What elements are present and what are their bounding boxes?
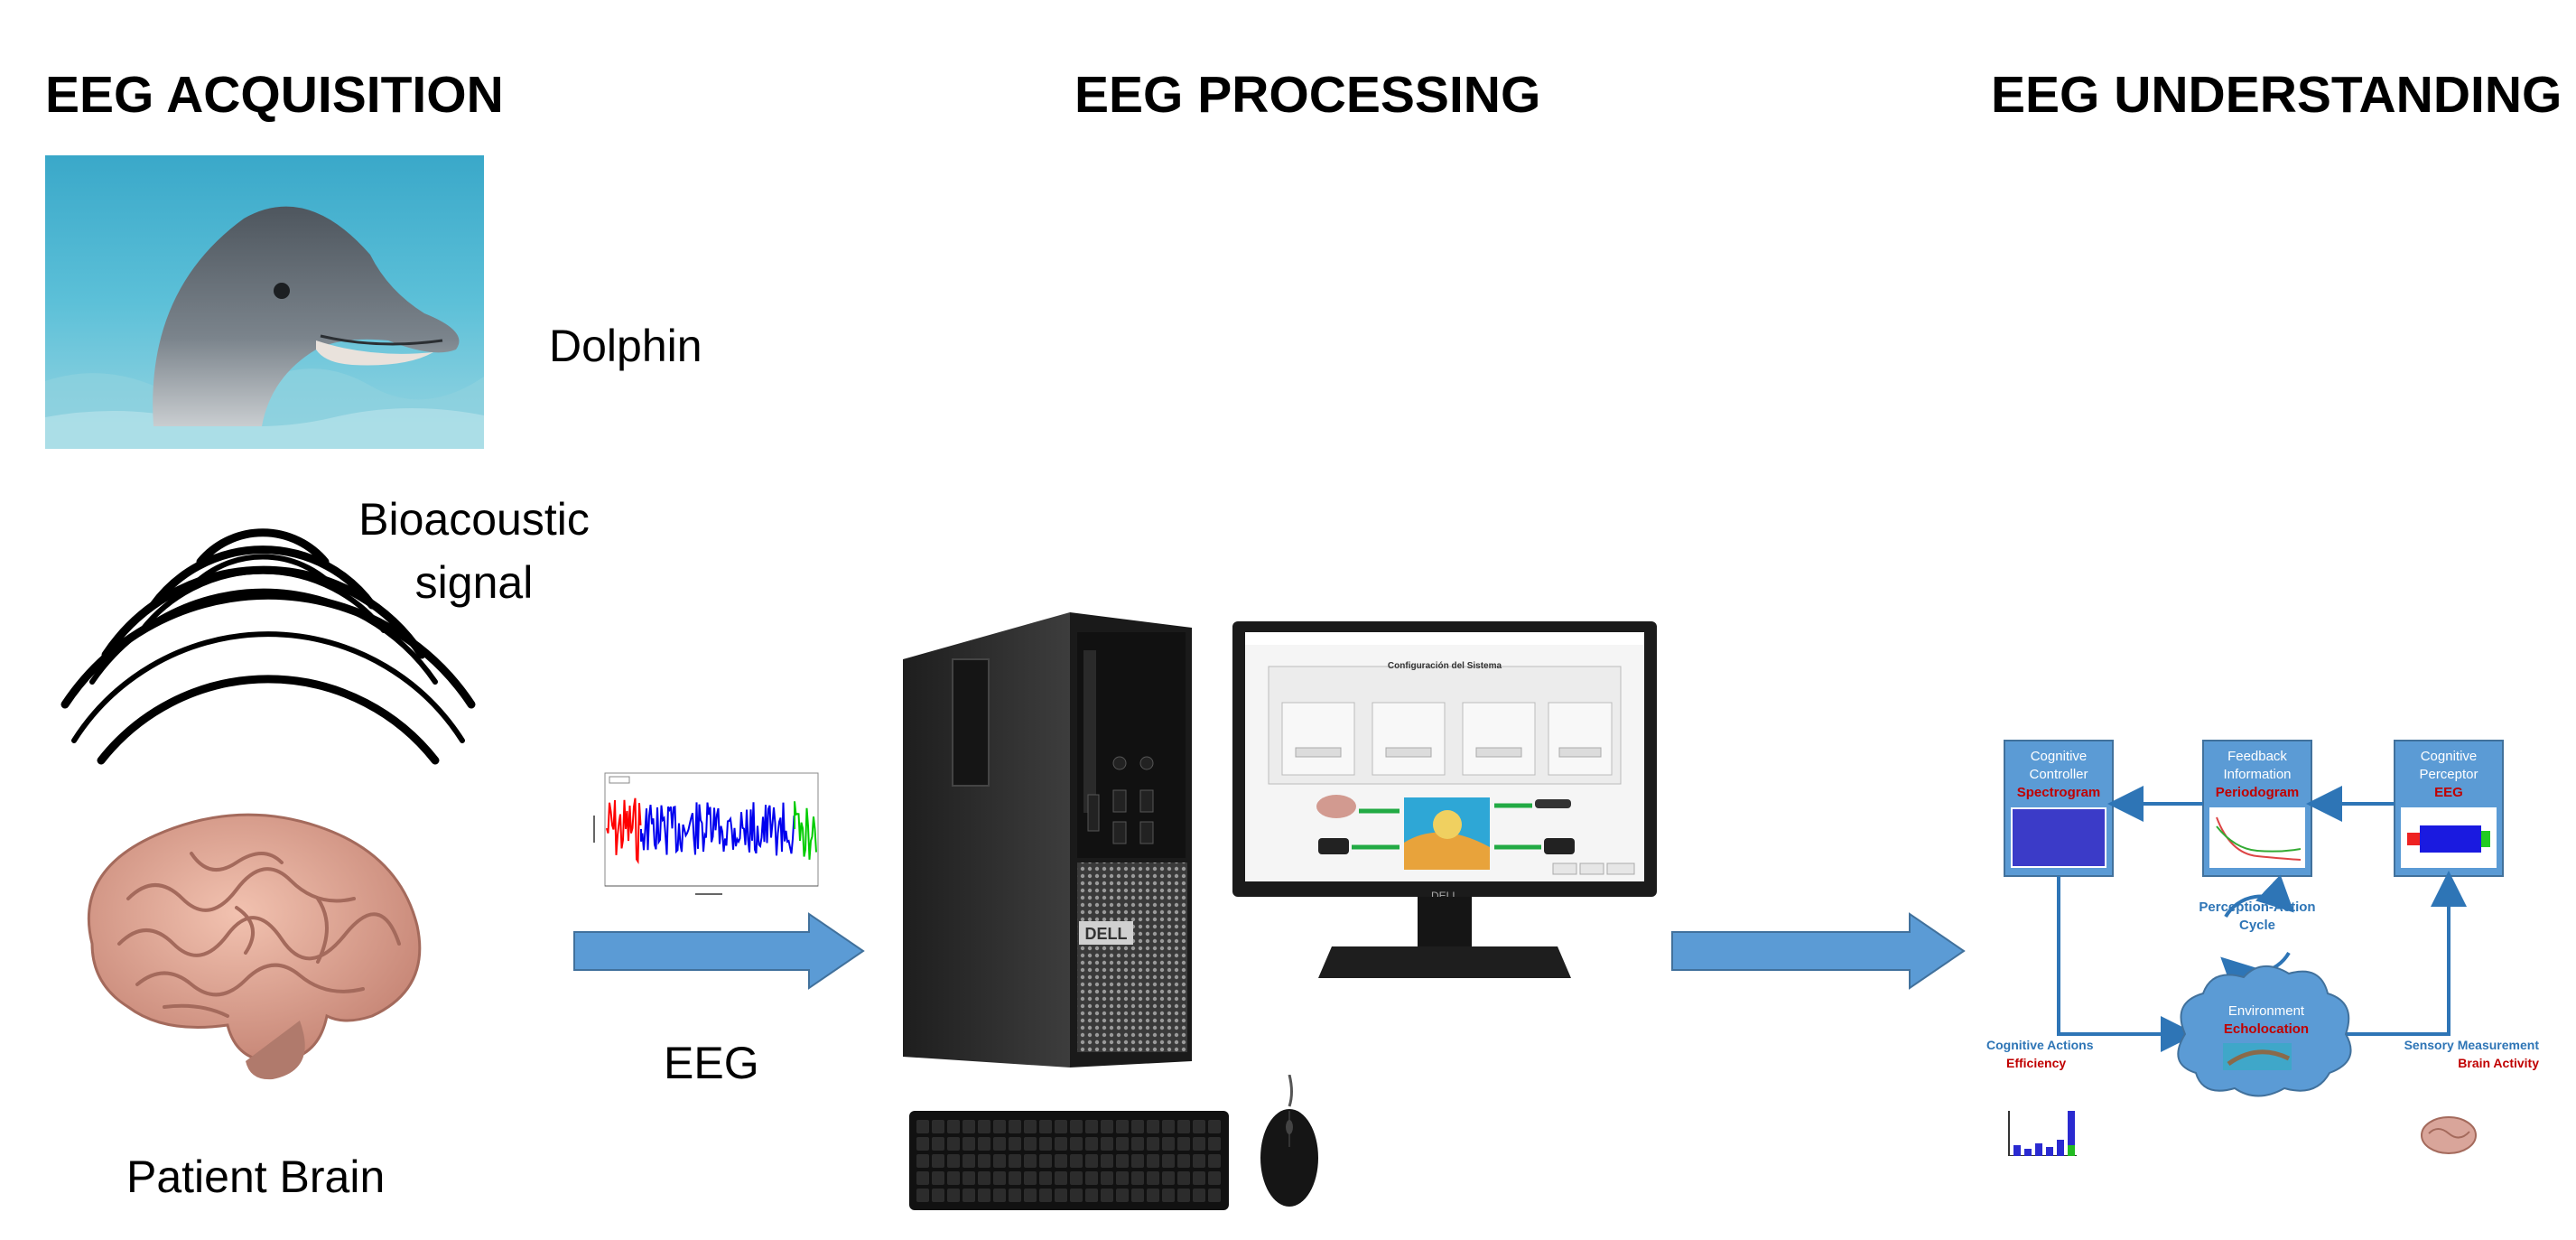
controller-line1: Cognitive (2030, 749, 2088, 764)
dolphin-photo (45, 155, 484, 449)
monitor-app-title: Configuración del Sistema (1387, 661, 1502, 671)
feedback-line2: Information (2223, 767, 2292, 782)
heading-acquisition: EEG ACQUISITION (45, 66, 504, 124)
perceptor-line1: Cognitive (2420, 749, 2478, 764)
brain-activity-text: Brain Activity (2458, 1056, 2539, 1070)
eeg-label: EEG (664, 1038, 759, 1088)
actions-label: Cognitive Actions Efficiency (1986, 1036, 2094, 1072)
eeg-plot (587, 766, 823, 903)
actions-text: Cognitive Actions (1986, 1038, 2094, 1052)
feedback-periodogram: Periodogram (2215, 785, 2300, 800)
perceptor-line2: Perceptor (2419, 767, 2478, 782)
arrow-to-understanding (1670, 912, 1967, 990)
feedback-line1: Feedback (2227, 749, 2287, 764)
arrow-to-processing (572, 912, 866, 990)
sound-wave-icon (56, 524, 480, 768)
sensory-label: Sensory Measurement Brain Activity (2376, 1036, 2539, 1072)
mouse (1258, 1075, 1321, 1208)
environment-text: Environment (2227, 1003, 2305, 1019)
desktop-computer: DELL (898, 605, 1196, 1075)
cycle-line1: Perception-Action (2199, 900, 2316, 915)
monitor: DELL Configuración del Sistema (1232, 621, 1657, 983)
dolphin-label: Dolphin (549, 321, 702, 371)
controller-box: Cognitive Controller Spectrogram (2004, 748, 2113, 802)
bioacoustic-label-line1: Bioacoustic (358, 494, 590, 545)
sensory-text: Sensory Measurement (2404, 1038, 2539, 1052)
svg-text:DELL: DELL (1085, 925, 1128, 943)
perceptor-eeg: EEG (2434, 785, 2463, 800)
controller-spectrogram: Spectrogram (2016, 785, 2101, 800)
cycle-line2: Cycle (2238, 918, 2276, 933)
environment-label: Environment Echolocation (2185, 1002, 2348, 1039)
heading-processing: EEG PROCESSING (1074, 66, 1541, 124)
cycle-label: Perception-Action Cycle (2167, 899, 2348, 935)
heading-understanding: EEG UNDERSTANDING (1991, 66, 2562, 124)
patient-brain-label: Patient Brain (126, 1151, 386, 1202)
perception-action-cycle: Cognitive Controller Spectrogram Feedbac… (1986, 732, 2546, 1156)
echolocation-text: Echolocation (2223, 1021, 2310, 1037)
bioacoustic-label: Bioacoustic signal (343, 488, 605, 614)
feedback-box: Feedback Information Periodogram (2203, 748, 2311, 802)
perceptor-box: Cognitive Perceptor EEG (2395, 748, 2503, 802)
keyboard (907, 1109, 1231, 1213)
bioacoustic-label-line2: signal (414, 557, 534, 608)
controller-line2: Controller (2029, 767, 2088, 782)
brain-icon (56, 799, 435, 1088)
efficiency-text: Efficiency (2006, 1056, 2067, 1070)
